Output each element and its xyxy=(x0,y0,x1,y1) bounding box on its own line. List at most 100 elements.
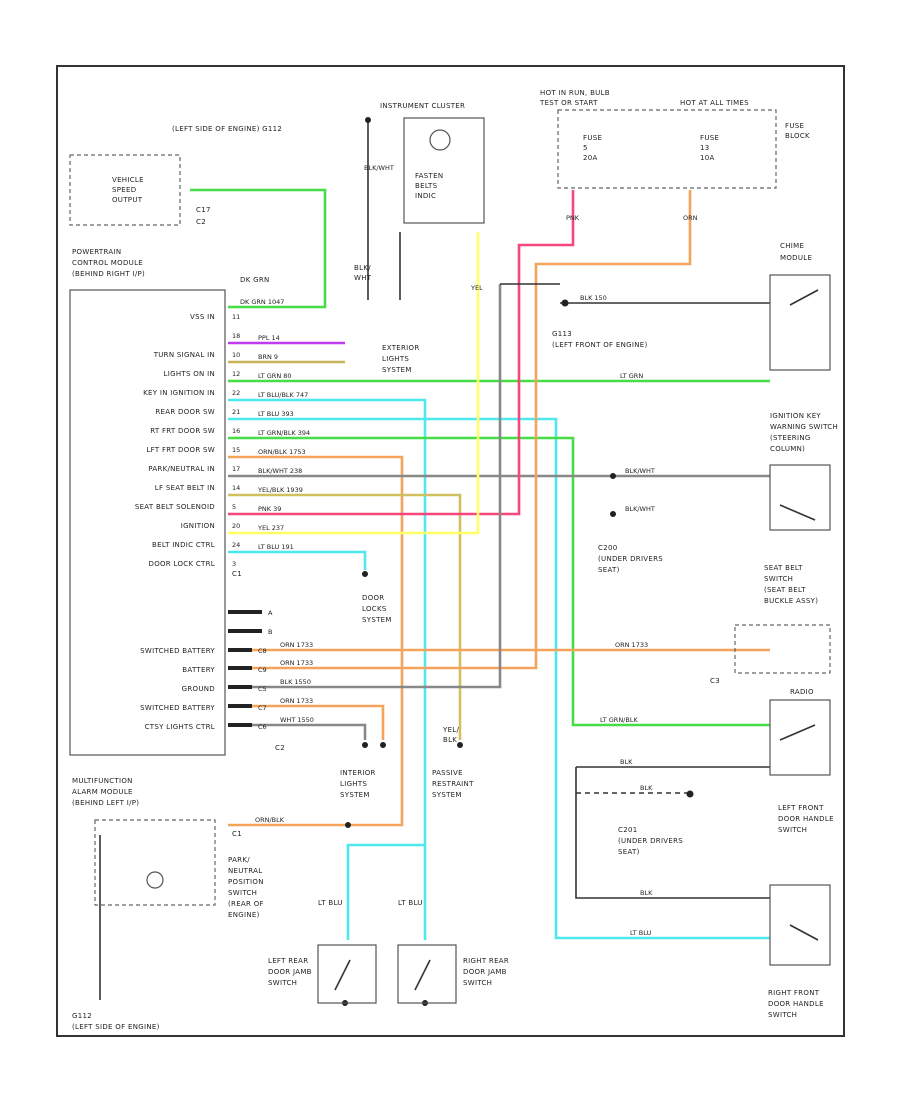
wire-ctsy xyxy=(228,723,367,740)
pin-number: 20 xyxy=(232,522,240,530)
label-vehicle-speed: VEHICLE xyxy=(112,176,144,184)
wire-label: YEL xyxy=(470,284,483,292)
radio-box xyxy=(769,699,831,776)
label-hot-at-all-times: HOT AT ALL TIMES xyxy=(680,99,749,107)
wire-vss xyxy=(190,188,327,309)
wire-belt-indic xyxy=(228,232,480,535)
pin-number: C6 xyxy=(258,723,267,731)
label-fuse-a: 20A xyxy=(583,154,598,162)
pin-number: C5 xyxy=(258,685,267,693)
wire-park-neutral xyxy=(228,455,404,827)
label-interior-lights: LIGHTS xyxy=(340,780,367,788)
pin-name: LIGHTS ON IN xyxy=(164,370,215,378)
label-hot-in-run: HOT IN RUN, BULB xyxy=(540,89,610,97)
chime-module-box xyxy=(769,274,831,371)
ground-dot xyxy=(610,511,616,517)
label-seat-belt-switch: SEAT BELT xyxy=(764,564,803,572)
label-ignition-key: (STEERING xyxy=(770,434,811,442)
label-c2: C2 xyxy=(196,218,206,226)
pin-number: 10 xyxy=(232,351,240,359)
wire-label: BLK/WHT xyxy=(625,467,655,475)
diagram-frame xyxy=(56,65,845,1037)
wire-label: PPL 14 xyxy=(258,334,280,342)
label-park-neutral: POSITION xyxy=(228,878,264,886)
fuse-block-box xyxy=(557,109,777,189)
label-c17: C17 xyxy=(196,206,211,214)
wire-label: PNK 39 xyxy=(258,505,281,513)
label-multifunction: (BEHIND LEFT I/P) xyxy=(72,799,139,807)
label-seat-belt-switch: SWITCH xyxy=(764,575,793,583)
wire-label: LT GRN/BLK xyxy=(600,716,638,724)
label-hot-in-run: TEST OR START xyxy=(539,99,598,107)
pin-name: REAR DOOR SW xyxy=(155,408,215,416)
wire-label: YEL 237 xyxy=(257,524,284,532)
pin-name: TURN SIGNAL IN xyxy=(153,351,215,359)
label-radio: RADIO xyxy=(790,688,814,696)
fasten-belts-lamp xyxy=(429,129,451,151)
label-vehicle-speed: OUTPUT xyxy=(112,196,143,204)
pin-name: CTSY LIGHTS CTRL xyxy=(145,723,215,731)
wire-battery xyxy=(228,190,692,670)
label-right-front-door: RIGHT FRONT xyxy=(768,989,820,997)
label-door-locks: SYSTEM xyxy=(362,616,392,624)
label-fasten-belts: FASTEN xyxy=(415,172,443,180)
pin-number: 22 xyxy=(232,389,240,397)
wire-label: LT BLU/BLK 747 xyxy=(258,391,308,399)
wire-label: ORN 1733 xyxy=(280,697,313,705)
label-left-front-door: LEFT FRONT xyxy=(778,804,824,812)
label-exterior-lights: LIGHTS xyxy=(382,355,409,363)
label-door-locks: LOCKS xyxy=(362,605,387,613)
ground-dot xyxy=(457,742,463,748)
pin-number: 14 xyxy=(232,484,240,492)
label-passive-restraint: PASSIVE xyxy=(432,769,463,777)
label-yel-blk: BLK xyxy=(443,736,457,744)
ground-dot xyxy=(610,473,616,479)
label-right-rear-door: RIGHT REAR xyxy=(463,957,509,965)
label-left-front-door: DOOR HANDLE xyxy=(778,815,834,823)
label-interior-lights: SYSTEM xyxy=(340,791,370,799)
label-c2-lower: C2 xyxy=(275,744,285,752)
label-ignition-key: IGNITION KEY xyxy=(770,412,821,420)
wire-label: YEL/BLK 1939 xyxy=(257,486,303,494)
label-lt-blu-right: LT BLU xyxy=(398,899,423,907)
label-ignition-key: COLUMN) xyxy=(770,445,805,453)
label-fuse-b: 10A xyxy=(700,154,715,162)
label-g113: (LEFT FRONT OF ENGINE) xyxy=(552,341,648,349)
label-park-neutral: SWITCH xyxy=(228,889,257,897)
multifunction-switch-box xyxy=(94,819,216,906)
wire-label: DK GRN 1047 xyxy=(240,298,284,306)
pin-number: C8 xyxy=(258,647,267,655)
pin-name: SWITCHED BATTERY xyxy=(140,647,215,655)
label-passive-restraint: RESTRAINT xyxy=(432,780,474,788)
label-multifunction: ALARM MODULE xyxy=(72,788,133,796)
pin-number: 16 xyxy=(232,427,240,435)
label-dk-grn: DK GRN xyxy=(240,276,270,284)
wire-label: LT BLU xyxy=(630,929,652,937)
label-fuse-b: 13 xyxy=(700,144,710,152)
label-pcm: CONTROL MODULE xyxy=(72,259,143,267)
seat-belt-box xyxy=(734,624,831,674)
wire-label: BLK xyxy=(620,758,633,766)
wire-chime-black xyxy=(500,283,770,304)
label-chime-module: CHIME xyxy=(780,242,804,250)
ground-dot xyxy=(561,299,569,307)
label-c200: SEAT) xyxy=(598,566,620,574)
label-left-rear-door: LEFT REAR xyxy=(268,957,308,965)
pin-number: B xyxy=(268,628,272,636)
label-fuse-a: FUSE xyxy=(583,134,602,142)
label-door-locks: DOOR xyxy=(362,594,384,602)
label-fuse-block: BLOCK xyxy=(785,132,810,140)
wire-solenoid xyxy=(228,493,462,740)
wire-ignition xyxy=(228,190,575,516)
pin-number: A xyxy=(268,609,273,617)
wire-switched-battery-2 xyxy=(228,704,385,740)
pin-number: 3 xyxy=(232,560,236,568)
label-c201: C201 xyxy=(618,826,637,834)
label-c3: C3 xyxy=(710,677,720,685)
label-pcm: POWERTRAIN xyxy=(72,248,121,256)
label-passive-restraint: SYSTEM xyxy=(432,791,462,799)
pin-name: BATTERY xyxy=(182,666,215,674)
label-fuse-a: 5 xyxy=(583,144,588,152)
ground-dot xyxy=(362,742,368,748)
